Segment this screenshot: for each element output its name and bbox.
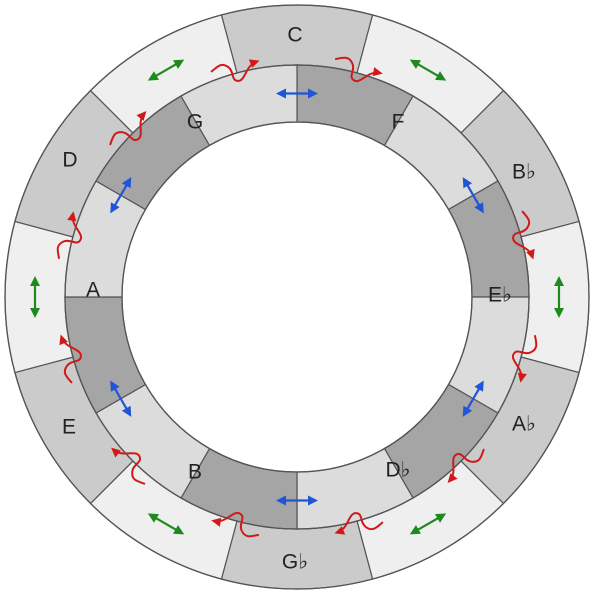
green-double-arrow-icon [147,513,185,535]
green-arrows [30,59,564,535]
ring-outline [4,4,590,590]
note-label-ab: A♭ [512,413,536,436]
red-squiggle-arrow-icon [334,56,383,83]
blue-arrows [110,88,484,506]
red-squiggle-arrow-icon [59,334,82,384]
green-double-arrow-icon [409,59,447,81]
note-label-f: F [392,111,405,134]
green-double-arrow-icon [554,276,564,318]
note-label-d: D [62,149,77,172]
ring-outline [64,64,530,530]
note-label-eb: E♭ [488,284,512,307]
outer-ring-sector [520,220,590,374]
red-squiggle-arrow-icon [111,447,146,485]
note-label-e: E [62,416,76,439]
blue-double-arrow-icon [462,177,484,214]
blue-double-arrow-icon [276,495,318,506]
green-double-arrow-icon [30,276,40,318]
note-label-bb: B♭ [512,161,536,184]
blue-double-arrow-icon [110,177,132,214]
note-label-a: A [86,279,100,302]
inner-ring [64,64,530,530]
note-labels: C B♭ A♭ G♭ E D G F E♭ D♭ B A [62,24,536,574]
red-squiggle-arrow-icon [447,448,485,483]
note-label-b: B [188,461,202,484]
ring-outlines [4,4,590,590]
red-squiggle-arrow-icon [511,334,538,383]
note-label-gb: G♭ [282,551,308,574]
red-squiggle-arrow-icon [334,512,384,535]
note-label-c: C [287,24,302,47]
red-squiggle-arrow-icon [56,211,83,260]
red-squiggle-arrow-icon [512,210,535,260]
red-arrows [56,56,538,538]
green-double-arrow-icon [147,59,185,81]
green-double-arrow-icon [409,513,447,535]
blue-double-arrow-icon [110,380,132,417]
red-squiggle-arrow-icon [210,59,260,82]
ring-outline [121,121,473,473]
blue-double-arrow-icon [462,380,484,417]
note-label-db: D♭ [385,459,410,482]
red-squiggle-arrow-icon [109,111,147,146]
note-label-g: G [187,111,203,134]
red-squiggle-arrow-icon [211,511,260,538]
blue-double-arrow-icon [276,88,318,99]
outer-ring-sector [4,220,74,374]
